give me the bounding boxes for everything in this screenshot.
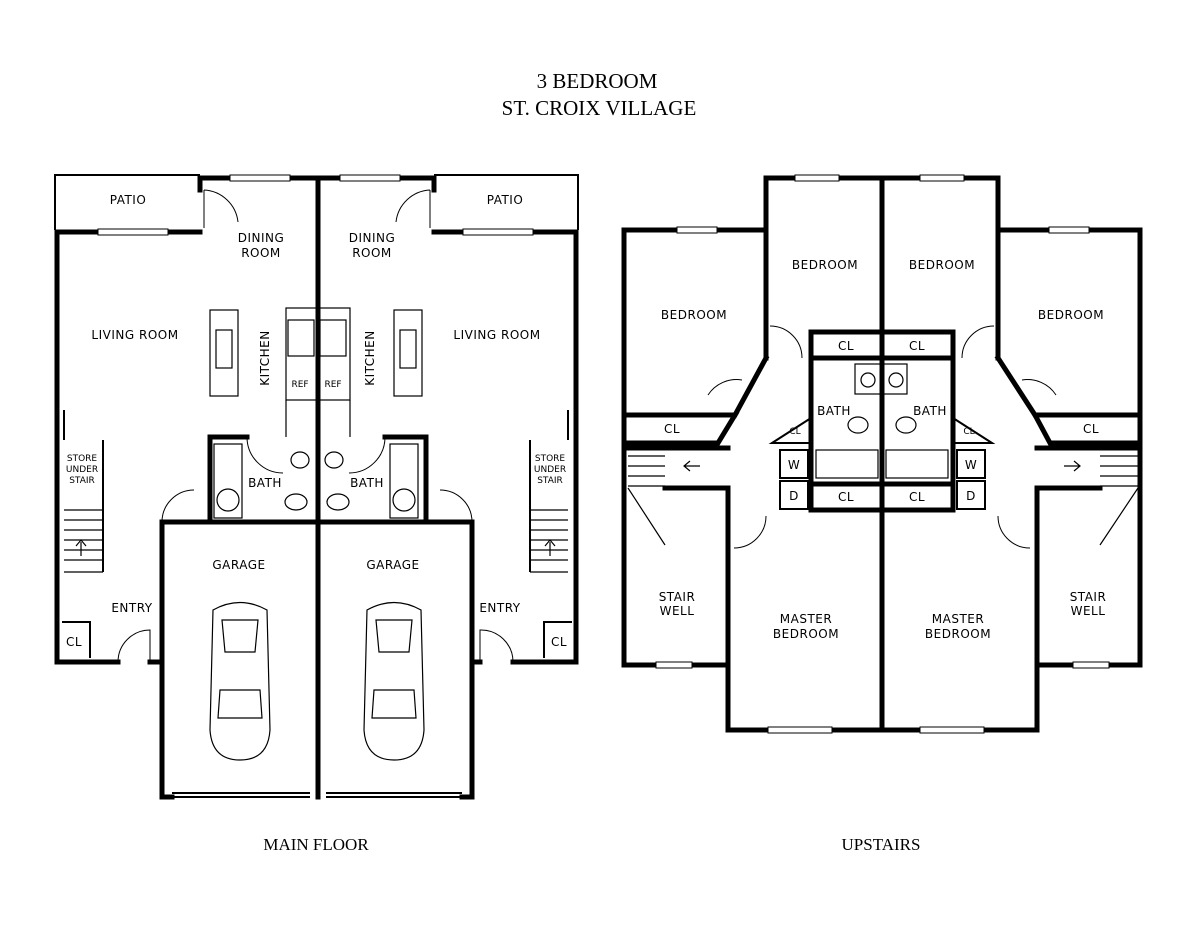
up-bath-right-label: BATH xyxy=(913,404,947,418)
main-ref-right-label: REF xyxy=(324,380,341,390)
up-stair-right-label-2: WELL xyxy=(1071,604,1106,618)
plan-title-line-2: ST. CROIX VILLAGE xyxy=(502,96,697,120)
up-master-right-label-2: BEDROOM xyxy=(925,627,991,641)
up-bedroom-top-right-label: BEDROOM xyxy=(909,258,975,272)
main-closet-left-label: CL xyxy=(66,635,82,649)
main-closet-right-label: CL xyxy=(551,635,567,649)
main-floor-plan xyxy=(54,174,579,800)
up-closet-bath-left-label: CL xyxy=(789,427,800,437)
up-closet-top-left-label: CL xyxy=(838,339,854,353)
main-bath-right-label: BATH xyxy=(350,476,384,490)
up-dryer-right-label: D xyxy=(966,489,976,503)
main-dining-left-label-1: DINING xyxy=(238,231,285,245)
main-garage-right-label: GARAGE xyxy=(366,558,419,572)
up-closet-top-right-label: CL xyxy=(909,339,925,353)
main-living-left-label: LIVING ROOM xyxy=(91,328,178,342)
main-kitchen-right-label: KITCHEN xyxy=(363,330,377,386)
car-right-icon xyxy=(363,601,425,761)
up-washer-right-label: W xyxy=(965,458,977,472)
up-closet-bath-right-label: CL xyxy=(963,427,974,437)
main-bath-left-label: BATH xyxy=(248,476,282,490)
up-closet-left-label: CL xyxy=(664,422,680,436)
main-dining-right-label-2: ROOM xyxy=(352,246,392,260)
up-closet-right-label: CL xyxy=(1083,422,1099,436)
main-store-right-label-1: STORE xyxy=(535,454,566,464)
up-master-left-label-2: BEDROOM xyxy=(773,627,839,641)
main-floor-caption: MAIN FLOOR xyxy=(263,835,369,854)
up-stair-right-label-1: STAIR xyxy=(1070,590,1107,604)
up-bedroom-left-label: BEDROOM xyxy=(661,308,727,322)
main-living-right-label: LIVING ROOM xyxy=(453,328,540,342)
upstairs-plan xyxy=(621,174,1143,734)
upstairs-caption: UPSTAIRS xyxy=(842,835,921,854)
up-stair-left-label-2: WELL xyxy=(660,604,695,618)
main-store-left-label-3: STAIR xyxy=(69,476,95,486)
up-closet-bottom-right-label: CL xyxy=(909,490,925,504)
main-patio-left-label: PATIO xyxy=(110,193,147,207)
main-patio-right-label: PATIO xyxy=(487,193,524,207)
up-master-right-label-1: MASTER xyxy=(932,612,984,626)
up-master-left-label-1: MASTER xyxy=(780,612,832,626)
main-kitchen-left-label: KITCHEN xyxy=(258,330,272,386)
plan-title-line-1: 3 BEDROOM xyxy=(537,69,658,93)
up-bath-left-label: BATH xyxy=(817,404,851,418)
main-store-left-label-2: UNDER xyxy=(66,465,98,475)
car-left-icon xyxy=(209,601,271,761)
main-store-left-label-1: STORE xyxy=(67,454,98,464)
main-entry-right-label: ENTRY xyxy=(479,601,520,615)
main-dining-left-label-2: ROOM xyxy=(241,246,281,260)
main-garage-left-label: GARAGE xyxy=(212,558,265,572)
main-dining-right-label-1: DINING xyxy=(349,231,396,245)
main-entry-left-label: ENTRY xyxy=(111,601,152,615)
up-dryer-left-label: D xyxy=(789,489,799,503)
up-bedroom-right-label: BEDROOM xyxy=(1038,308,1104,322)
up-washer-left-label: W xyxy=(788,458,800,472)
up-bedroom-top-left-label: BEDROOM xyxy=(792,258,858,272)
up-closet-bottom-left-label: CL xyxy=(838,490,854,504)
main-store-right-label-3: STAIR xyxy=(537,476,563,486)
main-store-right-label-2: UNDER xyxy=(534,465,566,475)
up-stair-left-label-1: STAIR xyxy=(659,590,696,604)
main-ref-left-label: REF xyxy=(291,380,308,390)
